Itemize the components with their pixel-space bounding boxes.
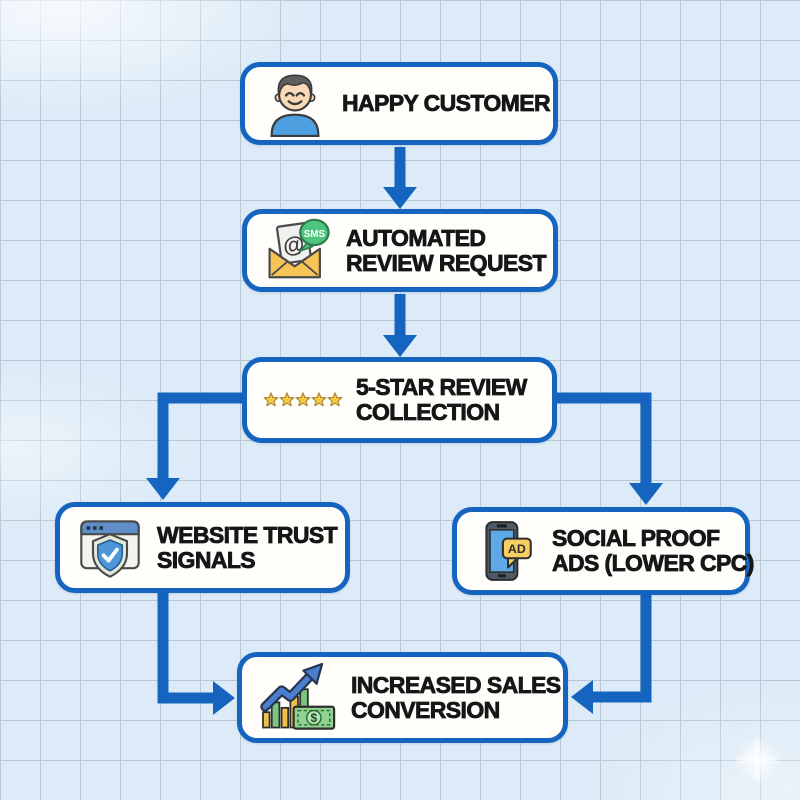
svg-text:SMS: SMS [304,228,326,239]
arrow-collection-to-trust [146,392,246,500]
svg-text:AD: AD [508,542,526,556]
node-website-trust-signals: WEBSITE TRUST SIGNALS [55,502,350,593]
five-stars-icon [263,387,343,413]
node-social-proof-ads: AD SOCIAL PROOF ADS (LOWER CPC) [452,507,755,595]
arrow-trust-to-conversion [157,590,235,715]
browser-shield-icon [76,514,144,582]
svg-text:$: $ [311,711,318,725]
node-label: WEBSITE TRUST SIGNALS [157,521,338,573]
node-label: HAPPY CUSTOMER [342,90,551,117]
node-label: SOCIAL PROOF ADS (LOWER CPC) [552,525,755,576]
node-five-star-review-collection: 5-STAR REVIEW COLLECTION [242,357,557,443]
node-happy-customer: HAPPY CUSTOMER [240,62,558,145]
node-label: AUTOMATED REVIEW REQUEST [346,224,547,276]
happy-customer-icon [261,70,329,138]
arrow-ads-to-conversion [571,592,652,714]
arrow-collection-to-ads [553,392,663,505]
chart-money-icon: $ [258,662,338,733]
phone-ad-icon: AD [473,518,539,584]
email-sms-icon: @ SMS [263,216,333,286]
sparkle-decoration [731,734,783,786]
node-increased-sales-conversion: $ INCREASED SALES CONVERSION [237,652,568,743]
node-label: INCREASED SALES CONVERSION [351,671,562,723]
arrow-customer-to-request [383,147,417,209]
node-automated-review-request: @ SMS AUTOMATED REVIEW REQUEST [242,209,558,292]
arrow-request-to-collection [383,294,417,357]
node-label: 5-STAR REVIEW COLLECTION [356,374,528,425]
